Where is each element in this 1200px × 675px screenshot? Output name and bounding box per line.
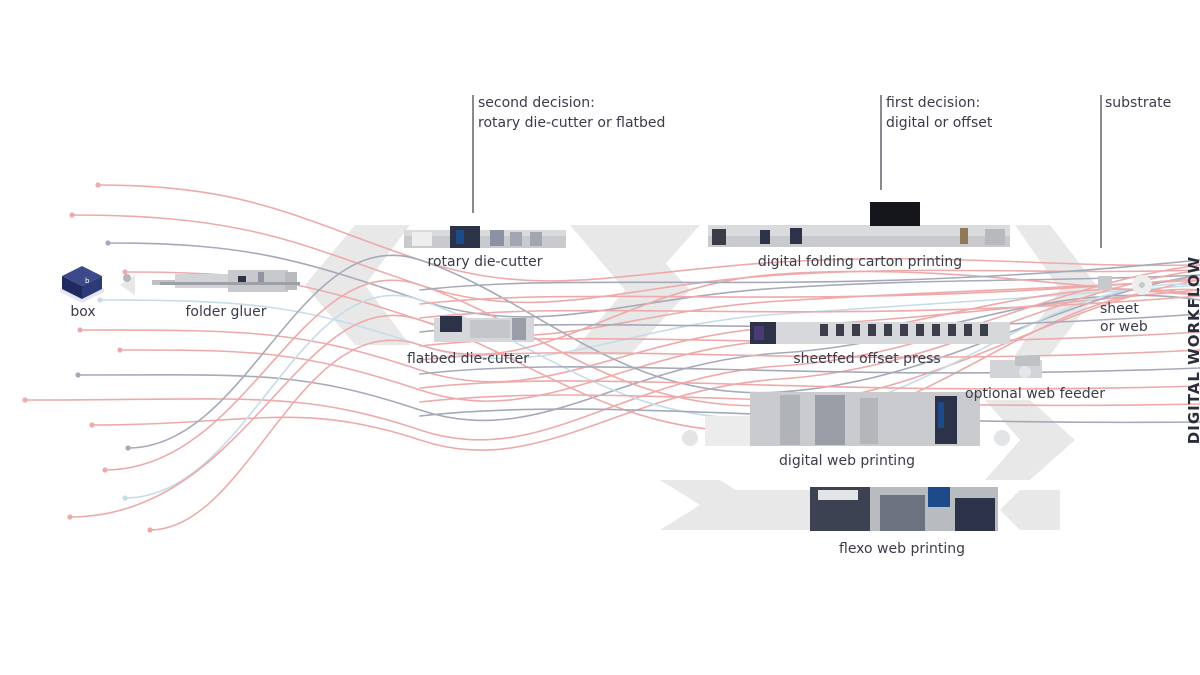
web-feeder-machine <box>990 356 1042 378</box>
flatbed-die-cutter-label: flatbed die-cutter <box>406 351 530 367</box>
flow-line-end-dot <box>122 495 128 501</box>
substrate-callout: substrate <box>1105 95 1172 111</box>
flatbed-die-cutter-machine <box>434 316 534 342</box>
digital-web-printing-machine <box>682 392 1010 446</box>
box-label: box <box>70 304 96 320</box>
sheet-or-web-label: sheet or web <box>1100 300 1148 336</box>
offset-print-unit <box>964 324 972 336</box>
digital-web-label: digital web printing <box>779 453 915 469</box>
flow-line-end-dot <box>147 527 153 533</box>
offset-print-units <box>820 324 988 336</box>
flow-line <box>419 380 1200 390</box>
second-decision-callout: second decision: rotary die-cutter or fl… <box>478 93 665 133</box>
workflow-line-ends <box>22 182 153 533</box>
left-chevron <box>305 225 410 345</box>
svg-text:b: b <box>85 277 90 285</box>
flexo-web-label: flexo web printing <box>839 541 965 557</box>
flexo-web-printing-machine <box>810 487 998 531</box>
digital-workflow-title: DIGITAL WORKFLOW <box>1182 250 1200 450</box>
flow-line-end-dot <box>125 445 131 451</box>
flow-line <box>107 242 1200 318</box>
rotary-die-cutter-machine <box>404 226 566 248</box>
bottom-bar <box>700 490 820 530</box>
offset-print-unit <box>884 324 892 336</box>
flow-line-end-dot <box>117 347 123 353</box>
flow-line <box>419 394 1200 407</box>
flow-line <box>97 184 1200 282</box>
first-decision-callout: first decision: digital or offset <box>886 93 992 133</box>
flow-line-end-dot <box>89 422 95 428</box>
flow-line <box>419 295 1200 319</box>
flow-line-end-dot <box>69 212 75 218</box>
flow-line-end-dot <box>95 182 101 188</box>
offset-print-unit <box>948 324 956 336</box>
bottom-right-chevron <box>1000 490 1060 530</box>
offset-print-unit <box>916 324 924 336</box>
sheet-or-web-line1: sheet <box>1100 301 1139 317</box>
flow-line-end-dot <box>102 467 108 473</box>
first-decision-detail: digital or offset <box>886 115 993 131</box>
first-decision-title: first decision: <box>886 95 981 111</box>
flow-line-end-dot <box>122 269 128 275</box>
digital-workflow-text: DIGITAL WORKFLOW <box>1185 255 1200 445</box>
flow-line-end-dot <box>22 397 28 403</box>
offset-print-unit <box>932 324 940 336</box>
digital-folding-carton-label: digital folding carton printing <box>757 254 963 270</box>
flow-line <box>419 277 1200 305</box>
offset-print-unit <box>836 324 844 336</box>
mid-chevron-right <box>610 225 700 270</box>
flow-line <box>24 264 1200 441</box>
left-arrow-folder <box>120 275 135 295</box>
folder-gluer-machine <box>123 270 300 292</box>
offset-print-unit <box>900 324 908 336</box>
flow-line-end-dot <box>67 514 73 520</box>
flow-line-end-dot <box>75 372 81 378</box>
flow-line <box>149 270 1200 531</box>
folder-gluer-label: folder gluer <box>185 304 267 320</box>
right-chevron-lower <box>985 400 1075 480</box>
flow-line-end-dot <box>105 240 111 246</box>
second-decision-detail: rotary die-cutter or flatbed <box>478 115 666 131</box>
flow-line-end-dot <box>77 327 83 333</box>
flow-line <box>104 279 1200 471</box>
substrate-sheet-and-roll <box>1098 275 1152 295</box>
second-decision-title: second decision: <box>478 95 595 111</box>
flow-line <box>419 259 1200 291</box>
sheetfed-offset-press-machine <box>750 322 1010 344</box>
offset-print-unit <box>868 324 876 336</box>
offset-print-unit <box>852 324 860 336</box>
sheet-or-web-line2: or web <box>1100 319 1148 335</box>
offset-print-unit <box>820 324 828 336</box>
flow-line-end-dot <box>97 297 103 303</box>
flow-line <box>69 288 1200 518</box>
web-feeder-label: optional web feeder <box>965 386 1105 402</box>
flow-line <box>71 214 1200 304</box>
flow-line <box>419 349 1200 361</box>
flow-line <box>119 288 1200 402</box>
flow-line <box>419 408 1200 424</box>
callout-leaders <box>472 95 1102 248</box>
rotary-die-cutter-label: rotary die-cutter <box>427 254 543 270</box>
offset-print-unit <box>980 324 988 336</box>
flow-line <box>99 284 1200 360</box>
sheetfed-offset-label: sheetfed offset press <box>793 351 941 367</box>
digital-folding-carton-machine <box>708 202 1010 247</box>
box-illustration: b <box>60 266 104 303</box>
